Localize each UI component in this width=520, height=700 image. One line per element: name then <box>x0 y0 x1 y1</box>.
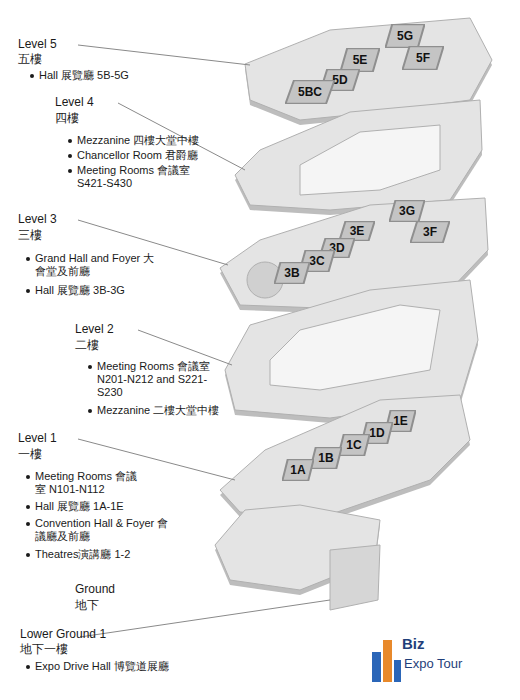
hall-name: 1D <box>369 426 384 440</box>
floor-item: Hall 展覽廳 1A-1E <box>35 500 205 513</box>
floor-item: Hall 展覽廳 5B-5G <box>39 69 229 82</box>
hall-name: 3E <box>350 224 365 238</box>
hall-name: 5BC <box>298 85 322 99</box>
bullet-dot <box>30 74 34 78</box>
hall-name: 5F <box>416 51 430 65</box>
level-label: Level 2 <box>75 323 114 336</box>
level-label: Lower Ground 1 <box>20 628 106 641</box>
hall-block: 3G <box>389 200 425 222</box>
level-label: 四樓 <box>55 112 79 125</box>
hall-block: 5BC <box>285 80 335 104</box>
hall-block: 5G <box>385 24 425 48</box>
bullet-dot <box>26 505 30 509</box>
hall-block: 1A <box>282 459 314 481</box>
hall-block: 5F <box>402 46 444 70</box>
hall-block: 3F <box>410 221 450 243</box>
level-label: 地下 <box>75 599 99 612</box>
floor-item: Grand Hall and Foyer 大會堂及前廳 <box>35 252 155 278</box>
floor-item: Hall 展覽廳 3B-3G <box>35 284 205 297</box>
level-label: Level 1 <box>18 432 57 445</box>
level-label: Level 3 <box>18 213 57 226</box>
hall-name: 5G <box>397 29 413 43</box>
bullet-dot <box>26 553 30 557</box>
bullet-dot <box>68 139 72 143</box>
level-label: 五樓 <box>18 53 42 66</box>
bullet-dot <box>88 365 92 369</box>
level-label: Level 5 <box>18 38 57 51</box>
floor-item: Mezzanine 四樓大堂中樓 <box>77 134 247 147</box>
bullet-dot <box>26 522 30 526</box>
logo-text: Expo Tour <box>404 657 462 670</box>
floor-item: Expo Drive Hall 博覽道展廳 <box>35 660 195 673</box>
hall-name: 1B <box>318 451 333 465</box>
level-label: 三樓 <box>18 229 42 242</box>
hall-name: 1C <box>346 438 361 452</box>
hall-block: 1C <box>338 434 370 456</box>
bullet-dot <box>26 665 30 669</box>
level-label: 地下一樓 <box>20 643 68 656</box>
hall-name: 3G <box>399 204 415 218</box>
hall-name: 1A <box>290 463 305 477</box>
floor-item: Theatres演講廳 1-2 <box>35 548 205 561</box>
bullet-dot <box>68 169 72 173</box>
hall-name: 5E <box>353 53 368 67</box>
hall-name: 1E <box>393 414 408 428</box>
hall-block: 3B <box>274 262 310 284</box>
bullet-dot <box>26 475 30 479</box>
floor-item: Chancellor Room 君爵廳 <box>77 149 247 162</box>
level-label: Ground <box>75 583 115 596</box>
floor-item: Convention Hall & Foyer 會議廳及前廳 <box>35 517 175 543</box>
bullet-dot <box>26 289 30 293</box>
floor-item: Meeting Rooms 會議室 N101-N112 <box>35 470 147 496</box>
hall-block: 1B <box>310 447 342 469</box>
logo-text: Biz <box>402 637 425 650</box>
bullet-dot <box>88 409 92 413</box>
bullet-dot <box>26 257 30 261</box>
level-label: Level 4 <box>55 96 94 109</box>
floor-item: Mezzanine 二樓大堂中樓 <box>97 404 247 417</box>
floor-item: Meeting Rooms 會議室 N201-N212 and S221-S23… <box>97 360 215 399</box>
hall-name: 3C <box>309 254 324 268</box>
floor-item: Meeting Rooms 會議室 S421-S430 <box>77 164 197 190</box>
hall-name: 3B <box>284 266 299 280</box>
level-label: 一樓 <box>18 448 42 461</box>
bullet-dot <box>68 154 72 158</box>
level-label: 二樓 <box>75 339 99 352</box>
hall-name: 3F <box>423 225 437 239</box>
